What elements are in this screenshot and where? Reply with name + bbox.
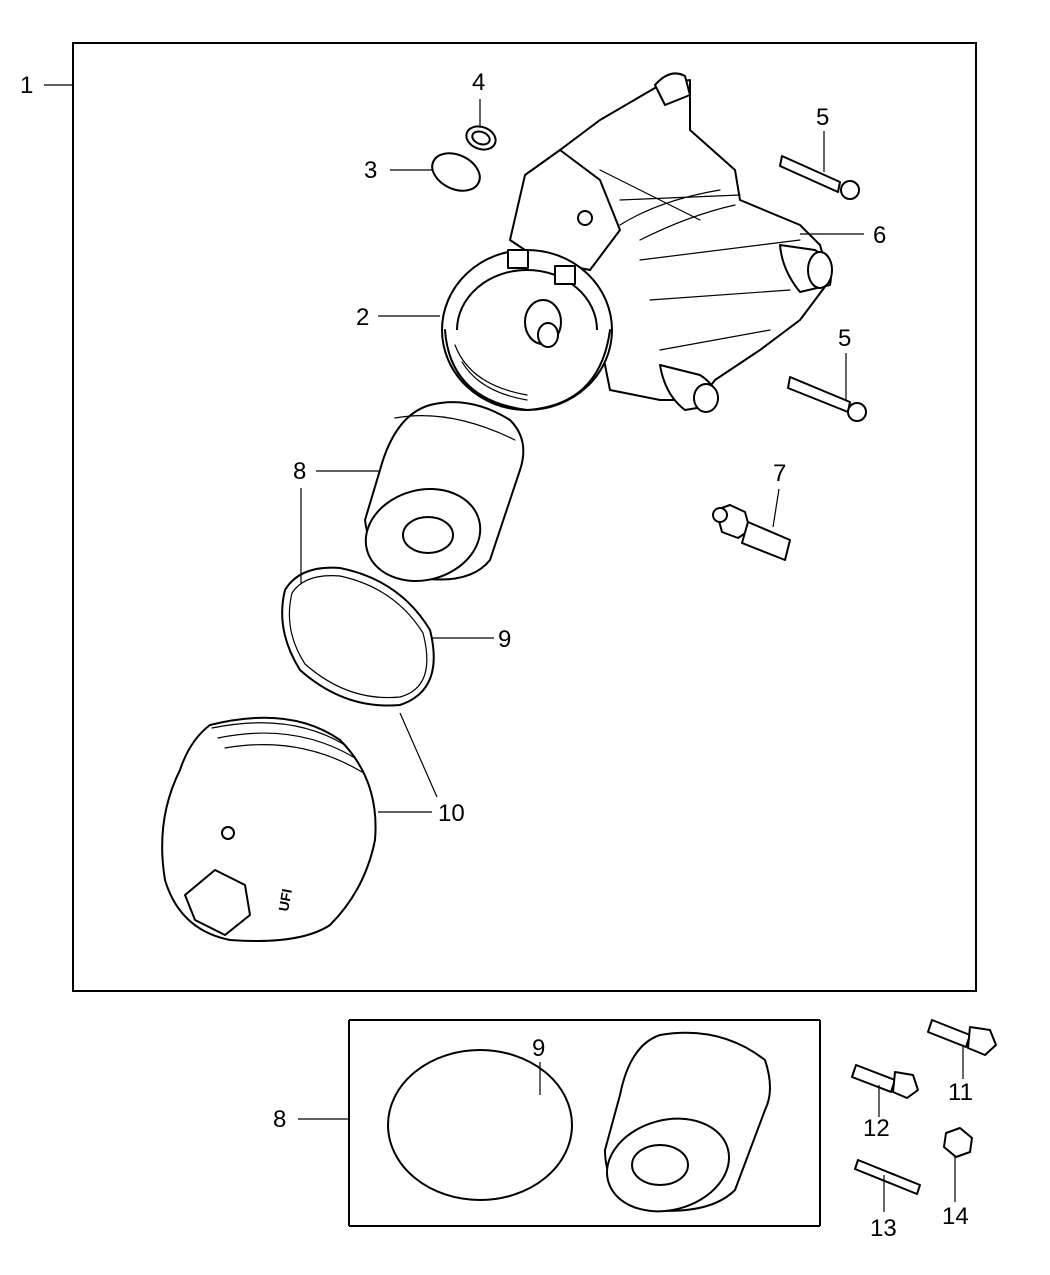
seal-4 [465,125,497,151]
callout-10: 10 [438,800,465,827]
o-ring-9 [281,566,435,707]
callout-12: 12 [863,1115,890,1142]
nut-14 [943,1127,973,1158]
filter-element-8 [364,401,525,582]
assembly-frame [72,42,977,992]
bolt-11 [927,1019,997,1056]
sensor-7 [712,504,791,561]
callout-3: 3 [364,157,377,184]
callout-14: 14 [942,1203,969,1230]
stud-13 [854,1159,921,1195]
callout-5-lower: 5 [838,325,851,352]
callout-9-main: 9 [498,626,511,653]
kit-frame [348,1019,821,1227]
callout-6: 6 [873,222,886,249]
kit-o-ring-9 [387,1049,573,1201]
bolt-12 [851,1064,919,1099]
kit-filter-element-8 [604,1031,771,1213]
callout-8-kit: 8 [273,1106,286,1133]
filter-cap-10: UFI [161,716,377,942]
callout-7: 7 [773,460,786,487]
o-ring-3 [431,152,481,192]
callout-1: 1 [20,72,33,99]
cap-brand-text: UFI [275,888,295,913]
callout-2: 2 [356,304,369,331]
callout-13: 13 [870,1215,897,1242]
bolt-5-upper [779,155,860,200]
callout-11: 11 [948,1079,973,1106]
callout-4: 4 [472,69,485,96]
callout-9-kit: 9 [532,1035,545,1062]
callout-5-upper: 5 [816,104,829,131]
callout-8-main: 8 [293,458,306,485]
oil-filter-housing [441,72,833,413]
bolt-5-lower [787,376,867,422]
leader-lines [44,84,964,1212]
